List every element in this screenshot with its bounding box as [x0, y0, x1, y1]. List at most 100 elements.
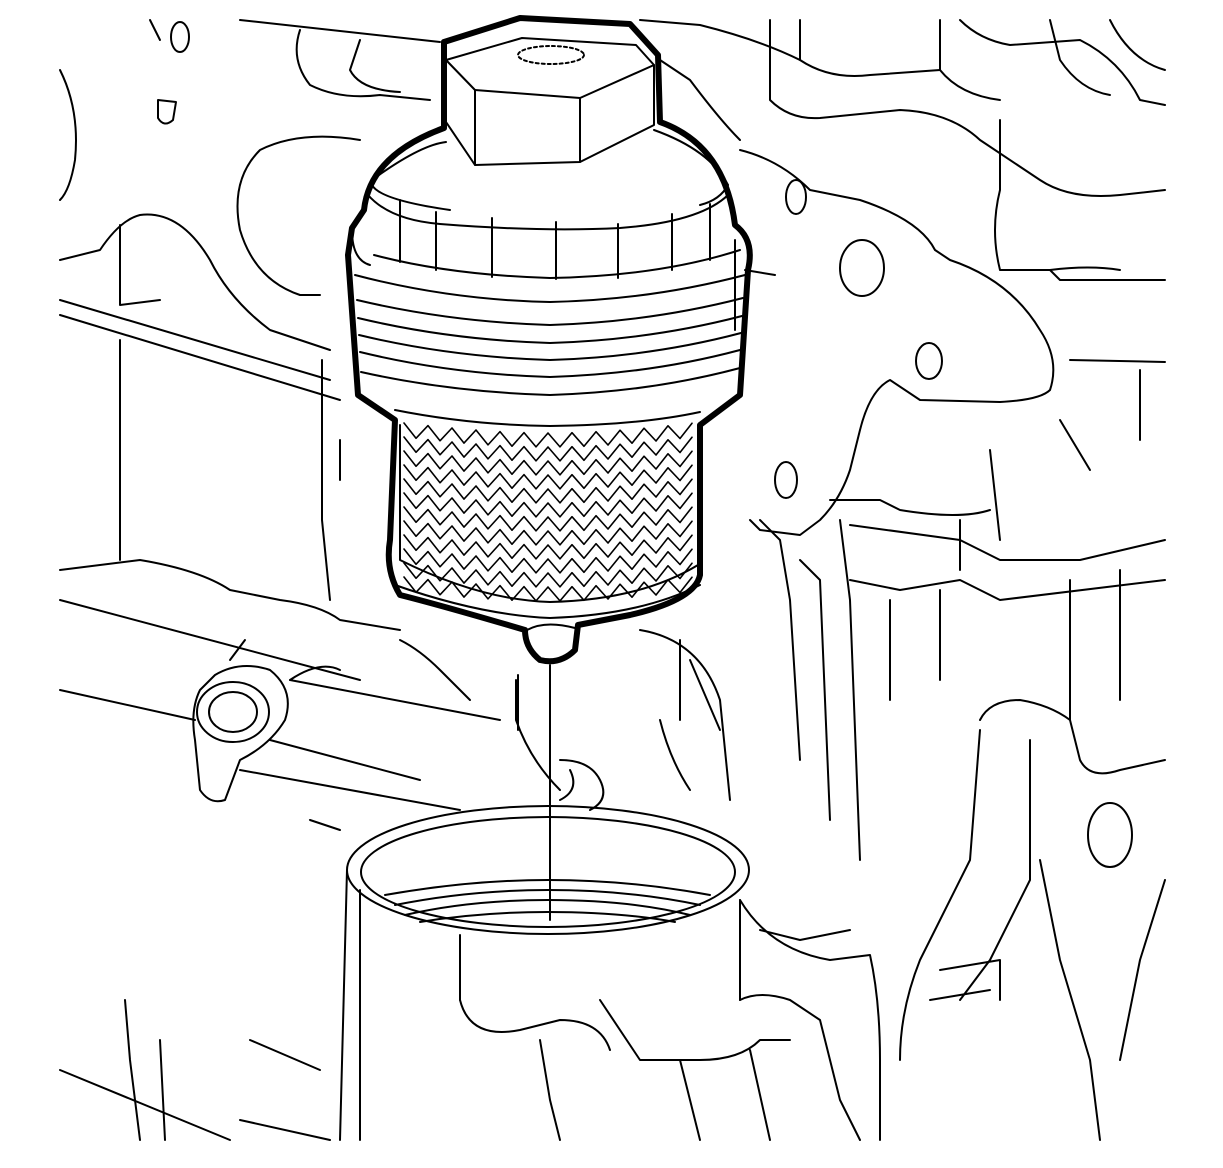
block-edge [559, 759, 605, 811]
block-edge [659, 719, 691, 791]
thread-edge [351, 229, 371, 266]
filter-pleat-row [403, 506, 693, 532]
engine-block-background [59, 19, 1166, 1141]
block-edge [689, 659, 721, 731]
block-edge [515, 679, 561, 791]
block-edge [59, 314, 341, 401]
block-edge [839, 519, 861, 861]
block-edge [1109, 19, 1166, 71]
filter-pleat-row [403, 464, 693, 490]
block-edge [749, 1049, 771, 1141]
bracket-hole [1087, 802, 1133, 868]
knurled-ring [367, 194, 741, 280]
block-edge [289, 665, 341, 681]
block-edge [1059, 419, 1091, 471]
block-edge [989, 449, 1001, 541]
block-edge [239, 19, 441, 43]
filter-pleat-row [403, 534, 693, 560]
cap-curve [371, 184, 451, 211]
bracket-hole [785, 179, 807, 215]
block-edge [899, 729, 981, 1061]
hex-nut [445, 37, 655, 166]
block-edge [1069, 359, 1166, 363]
block-edge [59, 213, 331, 351]
housing-inner-rim [360, 816, 736, 928]
filter-silhouette [345, 15, 753, 665]
block-edge [759, 929, 851, 941]
block-edge [1119, 879, 1166, 1061]
rail-edge [59, 599, 361, 681]
block-edge [599, 999, 791, 1061]
block-edge [59, 299, 331, 381]
block-edge [229, 639, 246, 661]
rail-edge [59, 1069, 231, 1141]
block-edge [321, 359, 331, 601]
block-edge [159, 1039, 166, 1141]
bracket-hole [915, 342, 943, 380]
filter-pleat-row [403, 450, 693, 476]
rail-edge [239, 769, 461, 811]
thread-line [394, 409, 701, 427]
block-edge [59, 69, 77, 201]
rail-edge [269, 739, 421, 781]
cap-top-edge [371, 141, 447, 181]
block-edge [399, 639, 471, 701]
housing-thread [394, 889, 701, 906]
block-edge [939, 959, 1001, 1001]
hex-nut-edge [445, 59, 476, 166]
block-edge [1049, 19, 1111, 96]
block-edge [239, 1119, 331, 1141]
block-edge [639, 629, 731, 801]
filter-pleat-row [403, 436, 693, 462]
cap-dome [371, 129, 729, 211]
block-edge [309, 819, 341, 831]
hex-nut-center [517, 45, 585, 65]
block-edge [236, 135, 361, 296]
filter-pleat-row [403, 492, 693, 518]
block-edge [679, 1059, 701, 1141]
block-edge [959, 739, 1031, 1001]
cap-curve [699, 184, 729, 206]
block-edge [799, 19, 941, 77]
block-edge [739, 899, 881, 1141]
filter-pleat-row [403, 576, 693, 602]
block-edge [1049, 269, 1166, 281]
block-edge [149, 19, 161, 41]
filter-pleat-row [403, 548, 693, 574]
rail-edge [59, 689, 196, 721]
block-edge [829, 499, 991, 516]
housing-thread [384, 879, 711, 896]
block-edge [639, 19, 801, 61]
housing-wall [339, 869, 348, 1141]
block-edge [559, 769, 575, 801]
block-edge [295, 29, 431, 101]
filter-pleat-row [403, 520, 693, 546]
block-edge [349, 39, 401, 93]
block-edge [59, 559, 401, 631]
hex-nut-edge [579, 64, 655, 99]
filter-element-base [394, 584, 701, 619]
rail-edge [289, 679, 501, 721]
block-edge [1039, 859, 1101, 1141]
block-edge [759, 519, 801, 761]
knurl-top [367, 194, 729, 231]
hex-nut-outline [445, 37, 655, 166]
filter-pleat-row [403, 422, 693, 448]
thread-line [357, 315, 743, 344]
boss-ring [196, 681, 270, 743]
block-edge [124, 999, 141, 1141]
block-edge [849, 579, 1166, 601]
bolt-hole [170, 21, 190, 53]
block-edge [849, 524, 1166, 561]
block-edge [249, 1039, 321, 1071]
filter-housing [339, 805, 750, 1141]
bracket-hole [839, 239, 885, 297]
mounting-bracket [739, 149, 1055, 536]
housing-thread [404, 899, 691, 916]
block-edge [799, 559, 831, 821]
knurl-bottom [373, 249, 741, 279]
block-edge [929, 989, 991, 1001]
filter-element-outline [399, 424, 699, 603]
